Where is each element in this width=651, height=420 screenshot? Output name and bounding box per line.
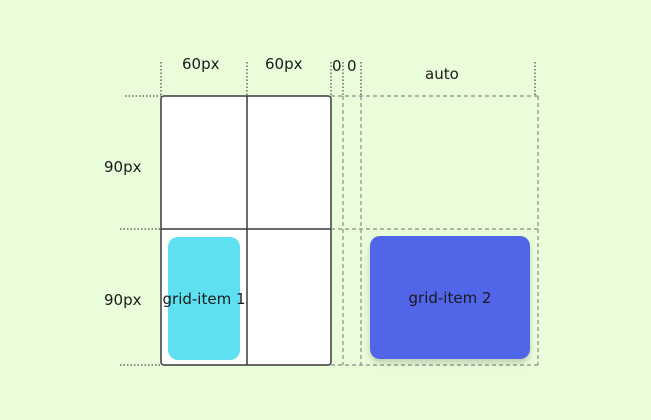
grid-item-2: grid-item 2 bbox=[370, 236, 530, 359]
column-label-4: 0 bbox=[347, 57, 357, 75]
row-label-1: 90px bbox=[104, 158, 142, 176]
column-label-2: 60px bbox=[265, 55, 303, 73]
grid-item-2-label: grid-item 2 bbox=[408, 288, 492, 307]
row-label-2: 90px bbox=[104, 291, 142, 309]
column-label-5: auto bbox=[425, 65, 459, 83]
column-label-1: 60px bbox=[182, 55, 220, 73]
grid-item-1: grid-item 1 bbox=[163, 237, 246, 360]
column-label-3: 0 bbox=[332, 57, 342, 75]
grid-item-1-label: grid-item 1 bbox=[162, 289, 246, 308]
